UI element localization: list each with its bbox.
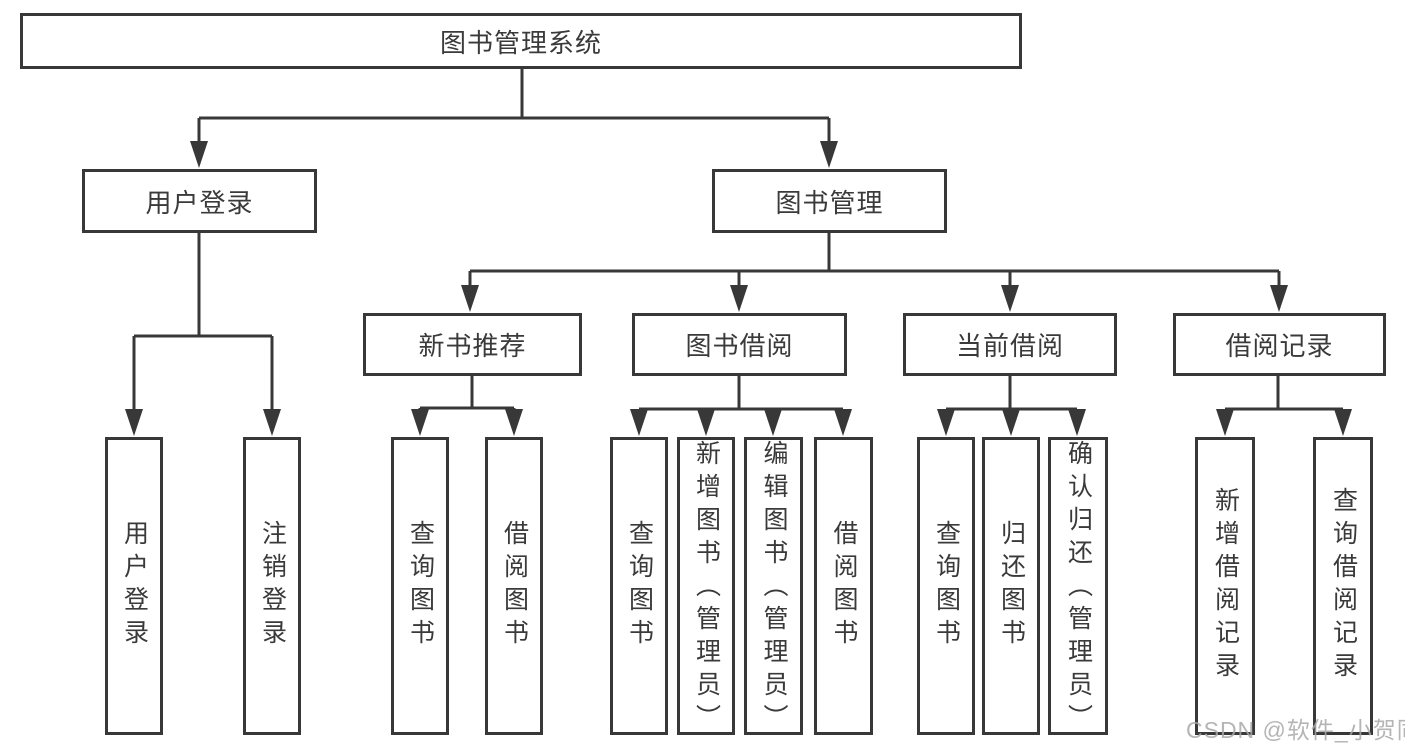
leaf-query-borrow-record-label: 查询借阅记录 — [1329, 487, 1358, 685]
leaf-query-books-borrow-label: 查询图书 — [625, 520, 654, 652]
leaf-add-borrow-record-label: 新增借阅记录 — [1211, 487, 1240, 685]
leaf-query-books-current: 查询图书 — [917, 437, 975, 735]
leaf-borrow-books-recommend: 借阅图书 — [485, 437, 543, 735]
leaf-edit-books-admin: 编辑图书（管理员） — [744, 437, 803, 737]
watermark: CSDN @软件_小贺同学 — [1186, 717, 1405, 743]
leaf-confirm-return-admin-label: 确认归还（管理员） — [1064, 440, 1093, 737]
leaf-borrow-books-recommend-label: 借阅图书 — [500, 520, 529, 652]
leaf-logout: 注销登录 — [243, 437, 301, 735]
node-user-login: 用户登录 — [82, 169, 317, 233]
leaf-logout-label: 注销登录 — [258, 520, 287, 652]
leaf-return-books: 归还图书 — [982, 437, 1040, 735]
leaf-query-books-recommend-label: 查询图书 — [406, 520, 435, 652]
leaf-query-books-current-label: 查询图书 — [932, 520, 961, 652]
leaf-query-books-recommend: 查询图书 — [391, 437, 449, 735]
node-book-borrow: 图书借阅 — [632, 313, 847, 376]
node-library-management-system: 图书管理系统 — [20, 13, 1022, 69]
leaf-query-books-borrow: 查询图书 — [610, 437, 668, 735]
leaf-borrow-books-label: 借阅图书 — [830, 520, 858, 652]
leaf-user-login: 用户登录 — [105, 437, 163, 735]
leaf-add-books-admin: 新增图书（管理员） — [677, 437, 735, 737]
leaf-borrow-books: 借阅图书 — [814, 437, 873, 735]
arrowhead-icons — [125, 141, 1352, 436]
leaf-add-books-admin-label: 新增图书（管理员） — [692, 440, 721, 737]
leaf-return-books-label: 归还图书 — [997, 520, 1026, 652]
node-borrow-records: 借阅记录 — [1173, 313, 1386, 376]
leaf-user-login-label: 用户登录 — [120, 520, 149, 652]
node-current-borrow: 当前借阅 — [903, 313, 1117, 376]
node-book-management: 图书管理 — [712, 169, 947, 233]
node-new-book-recommend: 新书推荐 — [363, 313, 582, 376]
leaf-confirm-return-admin: 确认归还（管理员） — [1048, 437, 1108, 737]
leaf-query-borrow-record: 查询借阅记录 — [1313, 437, 1373, 735]
leaf-add-borrow-record: 新增借阅记录 — [1195, 437, 1255, 735]
leaf-edit-books-admin-label: 编辑图书（管理员） — [760, 440, 788, 737]
